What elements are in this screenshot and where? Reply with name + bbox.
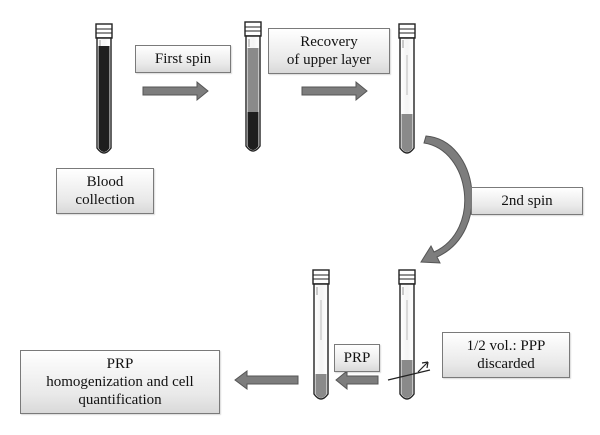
- arrow-second-spin: [420, 135, 473, 264]
- arrow-recovery: [301, 80, 368, 102]
- tube-prp: [312, 269, 330, 400]
- tube-after-second-spin: [387, 269, 431, 400]
- ppp-discarded-label: 1/2 vol.: PPP discarded: [442, 332, 570, 378]
- prp-final-label: PRP homogenization and cell quantificati…: [20, 350, 220, 414]
- recovery-label: Recovery of upper layer: [268, 28, 390, 74]
- first-spin-label: First spin: [135, 45, 231, 73]
- arrow-first-spin: [142, 80, 209, 102]
- prp-label: PRP: [334, 344, 380, 372]
- tube-whole-blood: [95, 23, 113, 154]
- second-spin-label: 2nd spin: [471, 187, 583, 215]
- blood-collection-label: Blood collection: [56, 168, 154, 214]
- tube-recovered-plasma: [398, 23, 416, 154]
- arrow-to-prp-tube: [335, 369, 379, 391]
- arrow-to-final: [234, 370, 299, 390]
- tube-after-first-spin: [244, 21, 262, 152]
